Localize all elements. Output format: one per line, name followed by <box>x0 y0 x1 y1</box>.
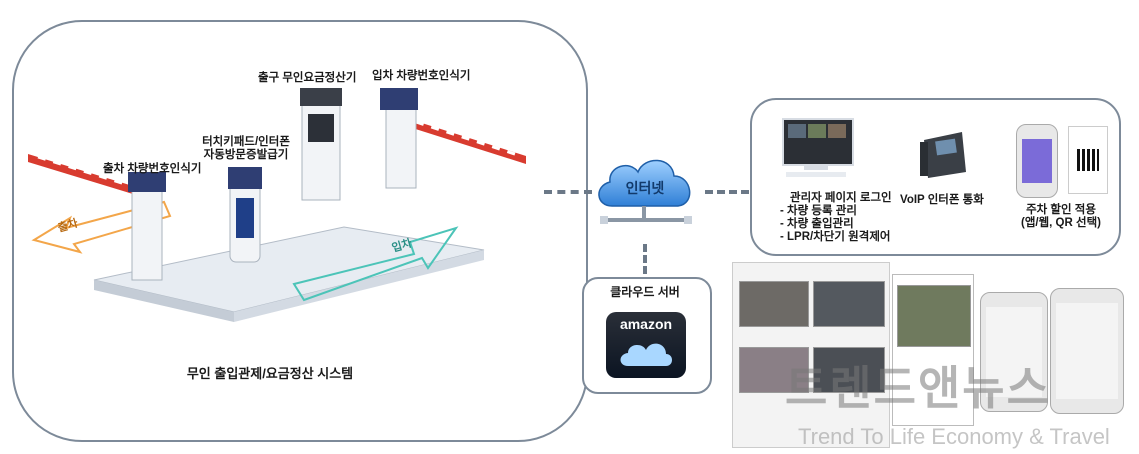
touch-kiosk-label-line1: 터치키패드/인터폰 <box>202 136 290 148</box>
admin-item-2: - 차량 출입관리 <box>780 218 854 230</box>
watermark-title: 트렌드앤뉴스 <box>785 362 1051 414</box>
voip-phone-icon <box>920 132 966 178</box>
mobile-app-screenshot-1 <box>980 292 1048 412</box>
admin-title: 관리자 페이지 로그인 <box>790 192 892 204</box>
mobile-app-screenshot-2 <box>1050 288 1124 414</box>
voip-label: VoIP 인터폰 통화 <box>900 194 984 206</box>
admin-item-1: - 차량 등록 관리 <box>780 205 857 217</box>
entry-lpr-label: 입차 차량번호인식기 <box>372 70 471 82</box>
entry-arrow <box>292 226 459 302</box>
link-internet-right <box>705 190 749 194</box>
mobile-web-screenshot <box>892 274 974 426</box>
qr-code-icon <box>1068 126 1108 194</box>
entry-lpr-camera <box>380 88 418 110</box>
link-internet-cloud <box>643 244 647 274</box>
internet-cloud-icon <box>598 159 692 224</box>
discount-label-line2: (앱/웹, QR 선택) <box>1020 217 1101 229</box>
touch-kiosk-label-line2: 자동방문증발급기 <box>203 149 289 161</box>
amazon-cloud-logo-icon: amazon <box>606 312 686 378</box>
admin-web-screenshot <box>732 262 890 448</box>
internet-label: 인터넷 <box>625 180 665 196</box>
exit-kiosk-label: 출구 무인요금정산기 <box>258 72 357 84</box>
watermark-subtitle: Trend To Life Economy & Travel <box>798 424 1110 449</box>
exit-arrow <box>31 200 172 254</box>
parking-system-illustration <box>28 88 526 322</box>
exit-barrier-arm <box>28 154 146 198</box>
lane-platform-upper-side <box>94 280 234 322</box>
exit-lpr-pillar <box>131 179 163 281</box>
touch-kiosk-label: 터치키패드/인터폰 자동방문증발급기 <box>196 136 296 162</box>
lane-platform-upper-front <box>234 250 484 322</box>
link-left-internet <box>544 190 592 194</box>
cloud-server-label: 클라우드 서버 <box>610 285 680 299</box>
exit-lpr-camera <box>128 172 166 192</box>
entry-lpr-pillar <box>385 103 417 189</box>
admin-item-3: - LPR/차단기 원격제어 <box>780 231 891 243</box>
mobile-app-icon <box>1016 124 1058 198</box>
parking-system-title: 무인 출입관제/요금정산 시스템 <box>186 366 354 381</box>
discount-label-line1: 주차 할인 적용 <box>1026 204 1096 216</box>
exit-lpr-label: 출차 차량번호인식기 <box>103 163 202 175</box>
admin-monitor-icon <box>782 118 854 166</box>
discount-label: 주차 할인 적용 (앱/웹, QR 선택) <box>1004 204 1118 230</box>
entry-barrier-arm <box>406 118 526 164</box>
exit-payment-kiosk <box>301 93 341 201</box>
amazon-logo-text: amazon <box>619 316 673 332</box>
